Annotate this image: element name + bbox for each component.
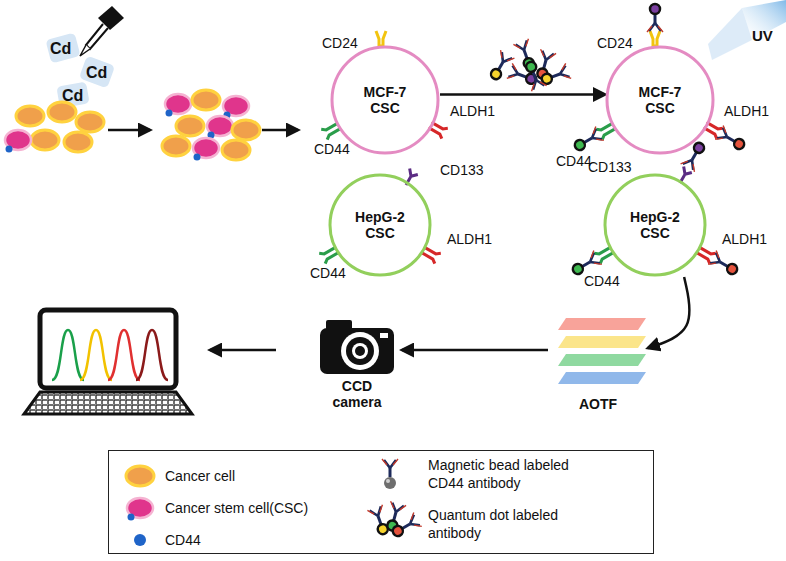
stem-cell-node: HepG-2 CSC [603,173,707,277]
legend-entry: CD44 [165,531,355,549]
marker-label: CD44 [584,274,620,289]
stem-cell-node: HepG-2 CSC [328,173,432,277]
process-arrow [402,349,548,352]
marker-label: CD24 [322,36,358,51]
receptors [319,31,723,264]
marker-label: CD24 [597,36,633,51]
camera-node: CCD camera [312,316,402,410]
marker-label: CD44 [310,266,346,281]
node-label: AOTF [548,396,648,412]
cell-membrane [332,47,438,153]
marker-label: ALDH1 [450,104,495,119]
cd-drops [45,33,115,109]
marker-label: CD133 [588,160,632,175]
marker-label: CD44 [556,154,592,169]
legend-entry: Cancer cell [165,467,355,485]
marker-label: ALDH1 [722,232,767,247]
legend-entry: Quantum dot labeled antibody [428,506,578,542]
aotf-filter [548,312,648,396]
stem-cell-node: MCF-7 CSC [330,45,440,155]
node-label: MCF-7 CSC [359,84,411,116]
camera-icon [312,316,402,378]
cell-membrane [607,47,713,153]
cell-membrane [605,175,705,275]
legend-entry: Cancer stem cell(CSC) [165,499,355,517]
element-label: Cd [62,87,83,105]
element-label: Cd [86,64,107,82]
element-label: Cd [50,40,71,58]
process-arrow [648,277,690,348]
marker-label: CD133 [440,163,484,178]
antibody-cluster [487,39,572,91]
filter-layer [558,372,646,384]
marker-label: CD44 [314,142,350,157]
light-label: UV [752,28,773,45]
marker-label: ALDH1 [447,232,492,247]
pipette [80,6,124,56]
node-label: HepG-2 CSC [625,209,685,241]
cell-mixture-before [5,102,104,153]
filter-layer [558,354,646,366]
uv-lamp [708,0,786,60]
node-label: CCD camera [325,378,389,410]
process-arrow [440,93,605,96]
marker-label: ALDH1 [724,104,769,119]
laptop [24,310,192,414]
cell-mixture-after [162,90,260,161]
node-label: HepG-2 CSC [350,209,410,241]
legend-entry: Magnetic bead labeled CD44 antibody [428,456,588,492]
filter-layer [558,336,646,348]
filter-node: AOTF [548,312,648,412]
stem-cell-node: MCF-7 CSC [605,45,715,155]
node-label: MCF-7 CSC [634,84,686,116]
cell-membrane [330,175,430,275]
filter-layer [558,318,646,330]
